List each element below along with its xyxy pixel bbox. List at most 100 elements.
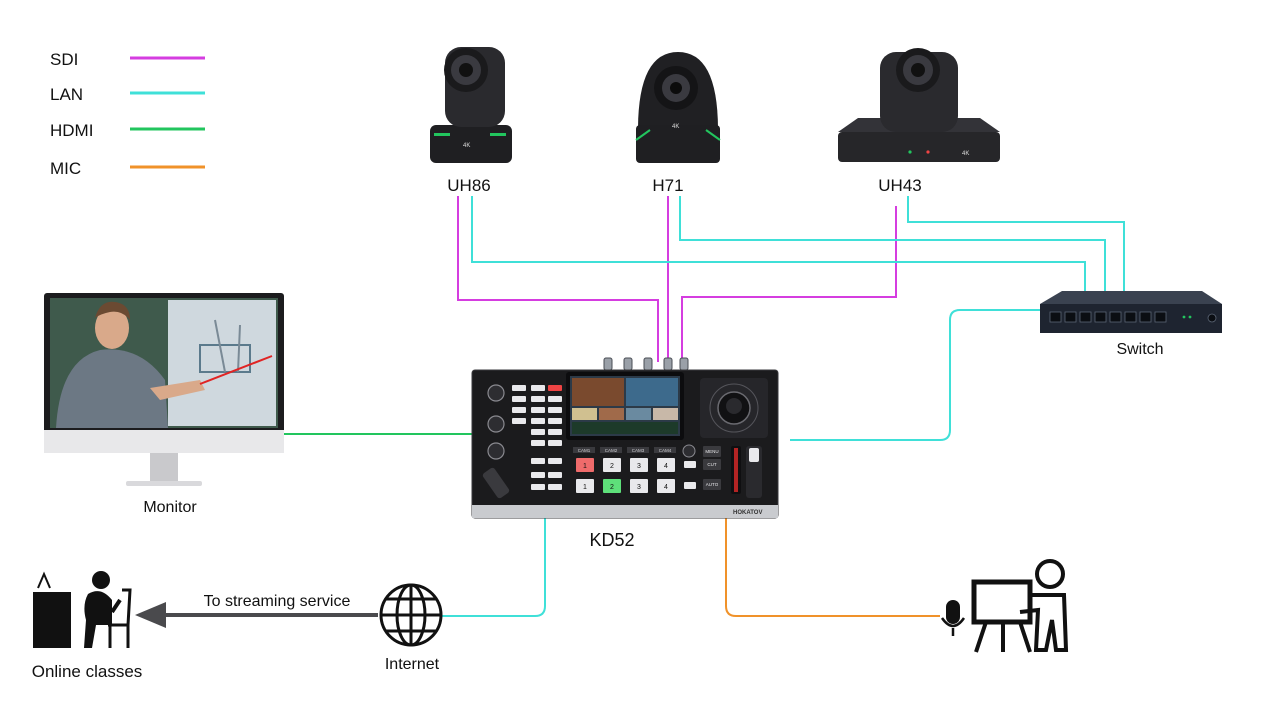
legend-label-mic: MIC [50,159,81,178]
camera-uh86-badge: 4K [463,143,470,149]
controller-auto-button[interactable] [703,479,721,490]
legend-label-hdmi: HDMI [50,121,93,140]
camera-uh43-base [838,132,1000,162]
controller-pvw-4[interactable] [657,479,675,493]
internet-label: Internet [385,656,440,673]
monitor-stand [150,453,178,483]
controller-cam-2: CAM2 [605,448,618,453]
controller-record-button[interactable] [548,385,562,391]
lan-cables [440,196,1125,617]
controller-cut-button[interactable] [703,459,721,470]
controller-pgm-row: 1 2 3 4 [576,458,675,472]
lan-cable-uh43 [907,196,1125,295]
switch-label: Switch [1116,341,1163,358]
monitor: Monitor [44,293,284,516]
sdi-cables [457,196,897,362]
legend-label-sdi: SDI [50,50,78,69]
controller-auto-label: AUTO [706,482,719,487]
controller-pgm-2-label: 2 [610,463,614,470]
controller-pgm-1[interactable] [576,458,594,472]
controller-pgm-1-label: 1 [583,463,587,470]
controller-pvw-row: 1 2 3 4 [576,479,675,493]
controller-screen-pvw [626,378,678,406]
controller-tbar-handle[interactable] [749,448,759,462]
controller-pgm-3[interactable] [630,458,648,472]
monitor-pointer [199,355,273,385]
legend-item-mic: MIC [50,159,205,178]
controller-screen-meters [572,422,678,434]
mic-cable [725,518,940,617]
controller-menu-knob[interactable] [682,444,696,458]
internet: Internet [379,583,443,673]
controller-brand: HOKATOV [733,510,762,516]
camera-h71-base [636,125,720,163]
controller-pvw-2-label: 2 [610,484,614,491]
lan-cable-h71 [679,196,1106,295]
student-icon [33,571,132,648]
sdi-cable-uh43 [681,206,897,362]
stream-label: To streaming service [204,593,351,610]
controller-pgm-3-label: 3 [637,463,641,470]
monitor-chin [44,430,284,453]
controller-tbar-left[interactable] [482,467,511,500]
camera-uh43-label: UH43 [878,176,921,195]
controller-front-strip [472,505,778,518]
camera-uh43-badge: 4K [962,151,969,157]
controller-knob-3[interactable] [487,442,505,460]
legend-item-hdmi: HDMI [50,121,205,140]
microphone-icon [940,600,966,636]
camera-h71: 4K H71 [635,52,721,195]
lan-cable-switch-controller [790,309,1040,441]
controller-menu-label: MENU [705,449,718,454]
controller-pvw-3-label: 3 [637,484,641,491]
sdi-cable-uh86 [457,196,659,362]
stream-arrow: To streaming service [135,593,378,628]
controller-pgm-4[interactable] [657,458,675,472]
controller-bnc-connectors [603,357,689,371]
monitor-label: Monitor [143,499,197,516]
controller-pvw-3[interactable] [630,479,648,493]
controller-pvw-2[interactable] [603,479,621,493]
controller-cam-4: CAM4 [659,448,672,453]
monitor-foot [126,481,202,486]
online-classes-label: Online classes [32,662,143,681]
switch-ports [1049,311,1167,323]
controller-menu-button[interactable] [703,446,721,457]
lan-cable-uh86 [471,196,1086,295]
switch-power-port [1207,313,1217,323]
controller-cam-row: CAM1 CAM2 CAM3 CAM4 [573,447,676,453]
controller-cam-1: CAM1 [578,448,591,453]
controller-knob-1[interactable] [487,384,505,402]
controller-button-grid [512,385,562,490]
camera-h71-badge: 4K [672,124,679,130]
controller-pgm-4-label: 4 [664,463,668,470]
controller-pvw-1[interactable] [576,479,594,493]
controller-pvw-1-label: 1 [583,484,587,491]
legend-item-sdi: SDI [50,50,205,69]
controller-right-buttons: MENU CUT AUTO [703,446,721,490]
monitor-screen-presenter [56,349,168,428]
controller-cam-3: CAM3 [632,448,645,453]
controller-pgm-2[interactable] [603,458,621,472]
legend-item-lan: LAN [50,85,205,104]
controller-screen-pgm [572,378,624,406]
camera-uh86: 4K UH86 [430,47,512,195]
controller-knob-2[interactable] [487,415,505,433]
controller-pvw-4-label: 4 [664,484,668,491]
teacher-icon [971,559,1069,653]
camera-h71-label: H71 [652,176,683,195]
globe-icon [379,583,443,647]
camera-uh43: 4K UH43 [838,48,1000,195]
camera-uh86-base [430,125,512,163]
controller-label: KD52 [589,530,634,550]
stream-arrowhead [135,602,166,628]
legend-label-lan: LAN [50,85,83,104]
monitor-screen-whiteboard [168,300,276,426]
online-classes: Online classes [32,571,143,681]
controller-cut-label: CUT [707,462,716,467]
legend: SDI LAN HDMI MIC [50,50,205,178]
kd52-controller: HOKATOV [471,357,779,550]
lan-cable-controller-internet [440,518,546,617]
